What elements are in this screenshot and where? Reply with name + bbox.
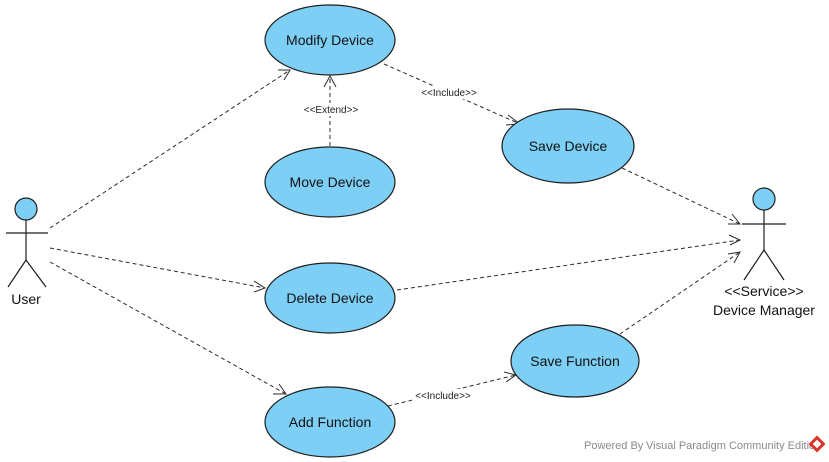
arrowhead-user-delete-device [253, 280, 267, 293]
visual-paradigm-logo-icon [808, 435, 826, 453]
actor-user-label: User [11, 291, 41, 307]
relation-labels: <<Extend>> <<Include>> <<Include>> [300, 86, 480, 402]
footer-product-name: Visual Paradigm Community Edition [646, 440, 821, 452]
use-case-label: Move Device [290, 174, 371, 190]
edge-save-function-manager [619, 251, 741, 335]
use-case-label: Save Device [529, 138, 608, 154]
extend-label: <<Extend>> [304, 105, 359, 116]
footer-powered-by: Powered By [584, 440, 644, 452]
use-case-label: Add Function [289, 414, 372, 430]
actor-leg-left [7, 259, 27, 288]
actor-user[interactable]: User [6, 197, 48, 307]
arrowhead-extend [323, 74, 337, 88]
edge-delete-device-manager [396, 239, 741, 291]
actor-head [14, 197, 38, 221]
edge-include-modify-save [383, 63, 521, 125]
include-label-save-function: <<Include>> [415, 391, 471, 402]
edge-user-delete-device [49, 247, 266, 289]
actor-leg-left [743, 249, 765, 281]
actor-leg-right [25, 259, 47, 288]
use-case-delete-device[interactable]: Delete Device [264, 262, 396, 334]
use-case-save-device[interactable]: Save Device [501, 108, 635, 184]
actor-device-manager[interactable]: <<Service>> Device Manager [713, 187, 815, 318]
use-case-label: Delete Device [286, 290, 373, 306]
use-case-move-device[interactable]: Move Device [264, 146, 396, 218]
arrowhead-user-add-function [273, 383, 287, 395]
use-case-label: Modify Device [286, 32, 374, 48]
include-label-save-device: <<Include>> [421, 88, 477, 99]
use-case-save-function[interactable]: Save Function [510, 324, 640, 398]
arrowhead-save-function-manager [727, 251, 741, 264]
use-case-label: Save Function [530, 353, 620, 369]
footer-watermark: Powered By Visual Paradigm Community Edi… [584, 435, 826, 453]
actor-device-manager-label: Device Manager [713, 302, 815, 318]
edge-save-device-manager [621, 167, 741, 225]
arrowhead-delete-device-manager [728, 234, 742, 246]
actor-head [752, 187, 776, 211]
arrowhead-user-modify-device [278, 69, 291, 81]
actor-device-manager-stereotype: <<Service>> [724, 283, 803, 299]
use-case-add-function[interactable]: Add Function [264, 386, 396, 458]
edge-user-modify-device [49, 69, 291, 229]
edge-user-add-function [49, 261, 287, 395]
use-case-modify-device[interactable]: Modify Device [264, 4, 396, 76]
actor-leg-right [763, 249, 785, 281]
arrowhead-save-device-manager [728, 213, 742, 225]
